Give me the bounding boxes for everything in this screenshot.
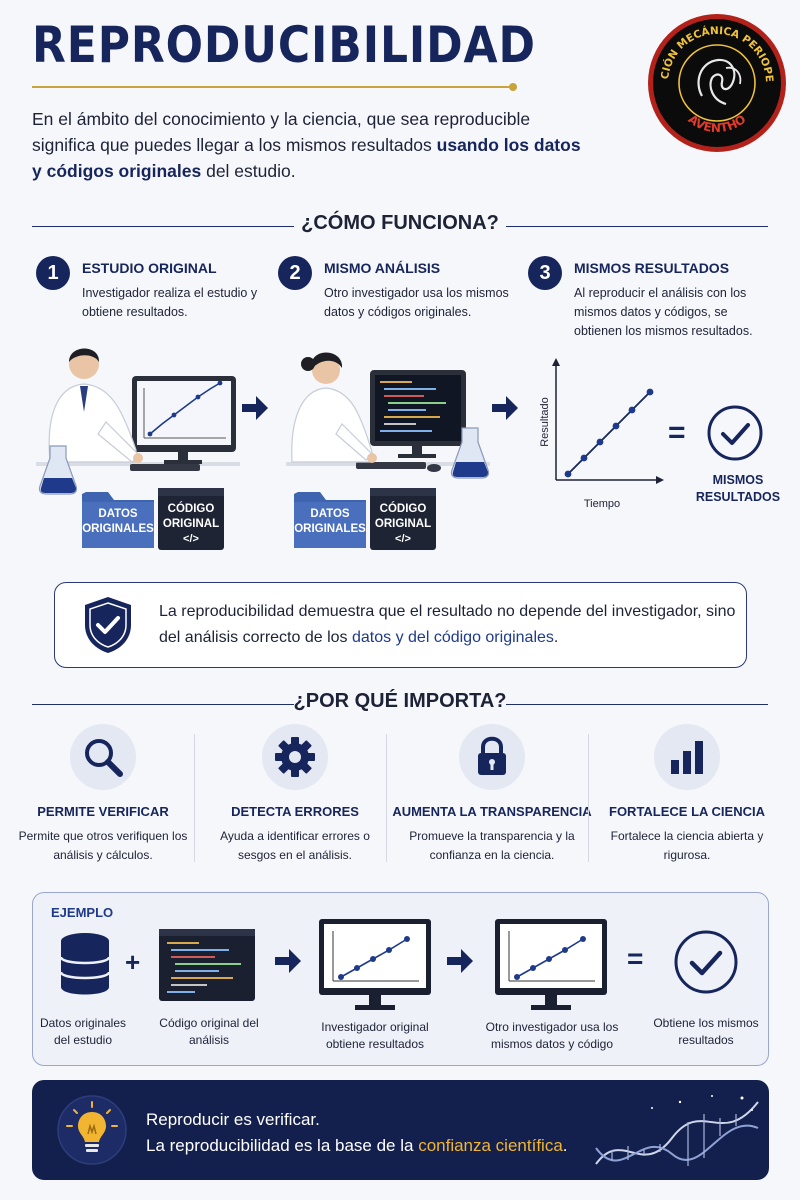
callout-text-part2: .: [553, 629, 559, 646]
arrow-right-icon: [275, 949, 301, 973]
checkmark-circle-icon: [707, 405, 763, 461]
arrow-right-icon: [242, 396, 268, 420]
step-number: 1: [36, 256, 70, 290]
aventho-logo: VERIFICACIÓN MECÁNICA PERIOPERATORIA AVE…: [646, 12, 786, 152]
arrow-right-icon: [447, 949, 473, 973]
plus-sign: +: [125, 947, 141, 977]
second-researcher-illustration: [286, 352, 490, 479]
callout-text: La reproducibilidad demuestra que el res…: [159, 599, 739, 651]
example-caption: Otro investigador usa los mismos datos y…: [485, 1020, 619, 1051]
code-symbol: </>: [395, 533, 411, 545]
same-results-label: MISMOS RESULTADOS: [695, 473, 781, 504]
why-it-matters-heading: ¿POR QUÉ IMPORTA?: [32, 690, 768, 720]
why-item-description: Ayuda a identificar errores o sesgos en …: [220, 829, 370, 862]
page-title: REPRODUCIBILIDAD: [32, 16, 536, 74]
footer-line-2-part1: La reproducibilidad es la base de la: [146, 1136, 419, 1155]
example-caption: Obtiene los mismos resultados: [653, 1016, 759, 1047]
footer-line-2: La reproducibilidad es la base de la con…: [146, 1136, 568, 1156]
graph-x-label: Tiempo: [584, 498, 620, 510]
step-title: MISMO ANÁLISIS: [324, 260, 441, 276]
step-description: Al reproducir el análisis con los mismos…: [574, 286, 753, 338]
why-item-title: AUMENTA LA TRANSPARENCIA: [392, 804, 592, 819]
reproducibility-callout: La reproducibilidad demuestra que el res…: [54, 582, 747, 668]
intro-text: En el ámbito del conocimiento y la cienc…: [32, 106, 592, 184]
code-editor-icon: [159, 929, 255, 1001]
footer-line-2-part2: .: [562, 1136, 568, 1155]
monitor-results-icon: [495, 919, 607, 1010]
step-title: ESTUDIO ORIGINAL: [82, 260, 217, 276]
code-window-bar: [370, 488, 436, 496]
intro-text-part1: En el ámbito del conocimiento y la cienc…: [32, 109, 531, 155]
footer-line-2-highlight: confianza científica: [418, 1136, 563, 1155]
svg-text:AVENTHO: AVENTHO: [686, 112, 749, 135]
divider: [194, 734, 195, 862]
callout-text-highlight: datos y del código originales: [351, 629, 554, 646]
step-title: MISMOS RESULTADOS: [574, 260, 730, 276]
original-data-folder-icon: [294, 492, 366, 548]
original-data-label: DATOS ORIGINALES: [294, 508, 366, 535]
heading-rule-left: [32, 704, 294, 705]
original-data-label: DATOS ORIGINALES: [82, 508, 154, 535]
why-item-description: Permite que otros verifiquen los análisi…: [18, 829, 188, 862]
step-number: 3: [528, 256, 562, 290]
footer-banner: Reproducir es verificar. La reproducibil…: [32, 1080, 769, 1180]
shield-check-icon: [85, 597, 131, 653]
footer-line-1: Reproducir es verificar.: [146, 1110, 320, 1129]
heading-rule-right: [506, 226, 768, 227]
original-code-icon: CÓDIGO ORIGINAL </>: [370, 488, 436, 550]
heading-rule-right: [506, 704, 768, 705]
why-item-strengthen: FORTALECE LA CIENCIA Fortalece la cienci…: [592, 724, 782, 865]
code-window-bar: [158, 488, 224, 496]
dna-helix-icon: [595, 1095, 759, 1166]
why-item-title: PERMITE VERIFICAR: [37, 804, 169, 819]
equals-sign: =: [668, 416, 686, 449]
why-item-transparency: AUMENTA LA TRANSPARENCIA Promueve la tra…: [392, 724, 592, 865]
why-item-verify: PERMITE VERIFICAR Permite que otros veri…: [8, 724, 198, 865]
database-icon: [59, 933, 111, 995]
gear-icon: [262, 724, 328, 790]
intro-text-bold: usando los datos y códigos originales: [32, 135, 581, 181]
original-code-label: CÓDIGO ORIGINAL: [374, 503, 432, 530]
why-item-description: Promueve la transparencia y la confianza…: [409, 829, 575, 862]
step-description: Investigador realiza el estudio y obtien…: [82, 286, 258, 319]
graph-y-label: Resultado: [539, 397, 551, 447]
divider: [386, 734, 387, 862]
original-code-icon: CÓDIGO ORIGINAL </>: [158, 488, 224, 550]
example-caption: Código original del análisis: [159, 1016, 259, 1047]
bar-chart-icon: [654, 724, 720, 790]
example-caption: Investigador original obtiene resultados: [321, 1020, 429, 1051]
intro-text-part2: del estudio.: [201, 161, 296, 181]
magnifier-icon: [70, 724, 136, 790]
arrow-right-icon: [492, 396, 518, 420]
original-data-folder-icon: [82, 492, 154, 548]
example-caption: Datos originales del estudio: [39, 1016, 127, 1047]
how-heading-label: ¿CÓMO FUNCIONA?: [301, 212, 499, 234]
results-graph: Resultado Tiempo: [539, 358, 664, 510]
equals-sign: =: [627, 943, 644, 974]
why-item-errors: DETECTA ERRORES Ayuda a identificar erro…: [200, 724, 390, 865]
original-code-label: CÓDIGO ORIGINAL: [162, 503, 220, 530]
logo-text-bottom: AVENTHO: [686, 112, 749, 135]
example-label: EJEMPLO: [51, 905, 114, 920]
heading-rule-left: [32, 226, 294, 227]
why-item-title: DETECTA ERRORES: [231, 804, 359, 819]
step-number: 2: [278, 256, 312, 290]
divider: [588, 734, 589, 862]
title-underline: [32, 83, 517, 91]
why-item-title: FORTALECE LA CIENCIA: [609, 804, 765, 819]
original-researcher-illustration: [36, 348, 240, 495]
lock-icon: [459, 724, 525, 790]
why-heading-label: ¿POR QUÉ IMPORTA?: [293, 690, 507, 712]
checkmark-circle-icon: [674, 930, 738, 994]
callout-text-part1: La reproducibilidad demuestra que el res…: [159, 603, 736, 646]
lightbulb-icon: [57, 1095, 127, 1165]
monitor-results-icon: [319, 919, 431, 1010]
how-it-works-heading: ¿CÓMO FUNCIONA?: [32, 212, 768, 242]
why-item-description: Fortalece la ciencia abierta y rigurosa.: [610, 829, 764, 862]
step-description: Otro investigador usa los mismos datos y…: [324, 286, 509, 319]
example-panel: EJEMPLO +: [32, 892, 769, 1066]
code-symbol: </>: [183, 533, 199, 545]
